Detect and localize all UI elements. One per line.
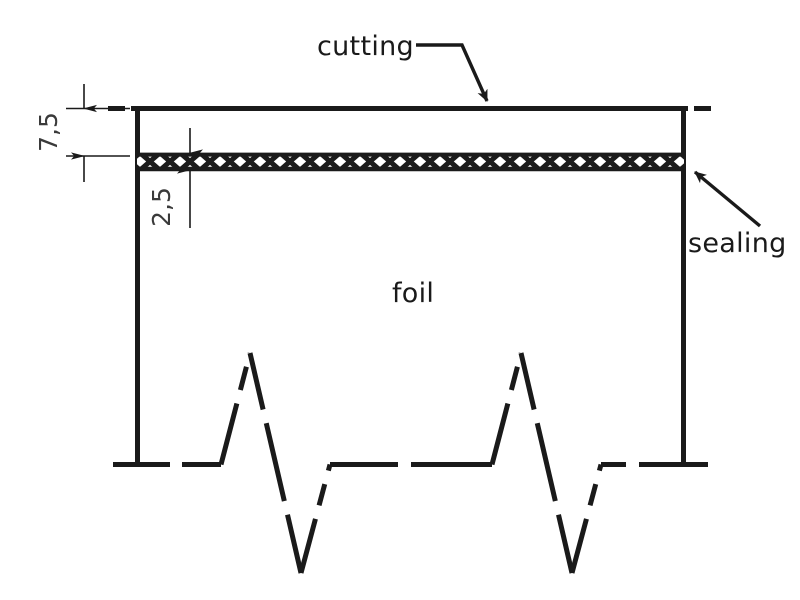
dim-7-5-value: 7,5 (34, 112, 63, 152)
sealing-leader-line (693, 170, 762, 228)
foil-label: foil (392, 278, 434, 309)
cutting-label: cutting (317, 31, 414, 62)
cutting-callout: cutting (317, 31, 489, 102)
break-zigzag-1-fall (247, 352, 304, 574)
break-zigzag-2-fall (518, 352, 575, 574)
sealing-band (135, 152, 686, 172)
bottom-break-line (113, 352, 708, 574)
dimension-2-5: 2,5 (147, 128, 203, 228)
sealing-callout: sealing (688, 170, 787, 259)
sealing-label: sealing (688, 228, 787, 259)
break-zigzag-1-return (298, 463, 333, 574)
break-zigzag-2-return (569, 463, 604, 574)
sealing-band-hatch-fill (137, 153, 684, 171)
cutting-leader-line (416, 43, 489, 102)
dim-2-5-value: 2,5 (147, 187, 176, 227)
break-zigzag-1-rise (218, 352, 253, 466)
break-zigzag-2-rise (489, 352, 524, 466)
dimension-7-5: 7,5 (34, 84, 130, 182)
